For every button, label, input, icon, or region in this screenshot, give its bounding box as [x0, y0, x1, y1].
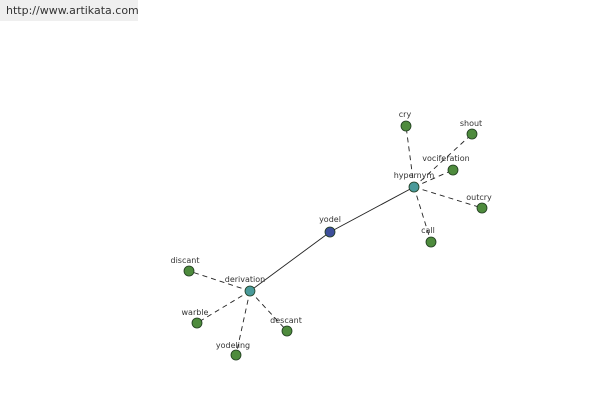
edge-hypernym-vociferation	[413, 169, 454, 188]
node-label-yodel: yodel	[319, 215, 341, 224]
node-dot-derivation[interactable]	[244, 285, 256, 297]
node-yodel[interactable]: yodel	[319, 215, 341, 238]
edge-hypernym-cry	[405, 125, 415, 188]
node-descant[interactable]: descant	[270, 316, 302, 337]
node-label-yodeling: yodeling	[216, 341, 250, 350]
edge-hypernym-outcry	[413, 186, 483, 209]
node-dot-cry[interactable]	[400, 120, 412, 132]
edge-hypernym-call	[413, 186, 432, 243]
node-dot-yodeling[interactable]	[230, 349, 242, 361]
edge-derivation-discant	[188, 270, 251, 292]
node-vociferation[interactable]: vociferation	[422, 154, 470, 176]
node-label-warble: warble	[182, 308, 209, 317]
node-outcry[interactable]: outcry	[466, 193, 492, 214]
node-label-vociferation: vociferation	[422, 154, 470, 163]
edge-hypernym-shout	[413, 133, 473, 188]
node-dot-shout[interactable]	[466, 128, 478, 140]
site-url: http://www.artikata.com	[6, 4, 139, 17]
node-shout[interactable]: shout	[460, 119, 482, 140]
node-label-derivation: derivation	[225, 275, 265, 284]
node-dot-descant[interactable]	[281, 325, 293, 337]
node-label-cry: cry	[399, 110, 412, 119]
node-dot-hypernym[interactable]	[408, 181, 420, 193]
node-dot-vociferation[interactable]	[447, 164, 459, 176]
edge-derivation-warble	[196, 290, 251, 324]
edge-derivation-descant	[249, 290, 288, 332]
node-dot-call[interactable]	[425, 236, 437, 248]
edge-yodel-hypernym	[329, 186, 415, 233]
node-dot-discant[interactable]	[183, 265, 195, 277]
node-dot-warble[interactable]	[191, 317, 203, 329]
node-hypernym[interactable]: hypernym	[394, 171, 435, 193]
node-cry[interactable]: cry	[399, 110, 412, 132]
edge-derivation-yodeling	[235, 290, 251, 356]
node-label-outcry: outcry	[466, 193, 492, 202]
edges-layer	[188, 125, 483, 356]
node-call[interactable]: call	[421, 226, 437, 248]
url-banner: http://www.artikata.com	[0, 0, 139, 21]
node-yodeling[interactable]: yodeling	[216, 341, 250, 361]
node-label-discant: discant	[171, 256, 200, 265]
node-dot-yodel[interactable]	[324, 226, 336, 238]
node-label-descant: descant	[270, 316, 302, 325]
node-label-hypernym: hypernym	[394, 171, 435, 180]
node-label-shout: shout	[460, 119, 482, 128]
edge-yodel-derivation	[249, 231, 331, 292]
node-warble[interactable]: warble	[182, 308, 209, 329]
node-discant[interactable]: discant	[171, 256, 200, 277]
node-derivation[interactable]: derivation	[225, 275, 265, 297]
node-dot-outcry[interactable]	[476, 202, 488, 214]
node-label-call: call	[421, 226, 435, 235]
nodes-layer: yodel hypernym derivation cry shout vociferat…	[171, 110, 492, 361]
